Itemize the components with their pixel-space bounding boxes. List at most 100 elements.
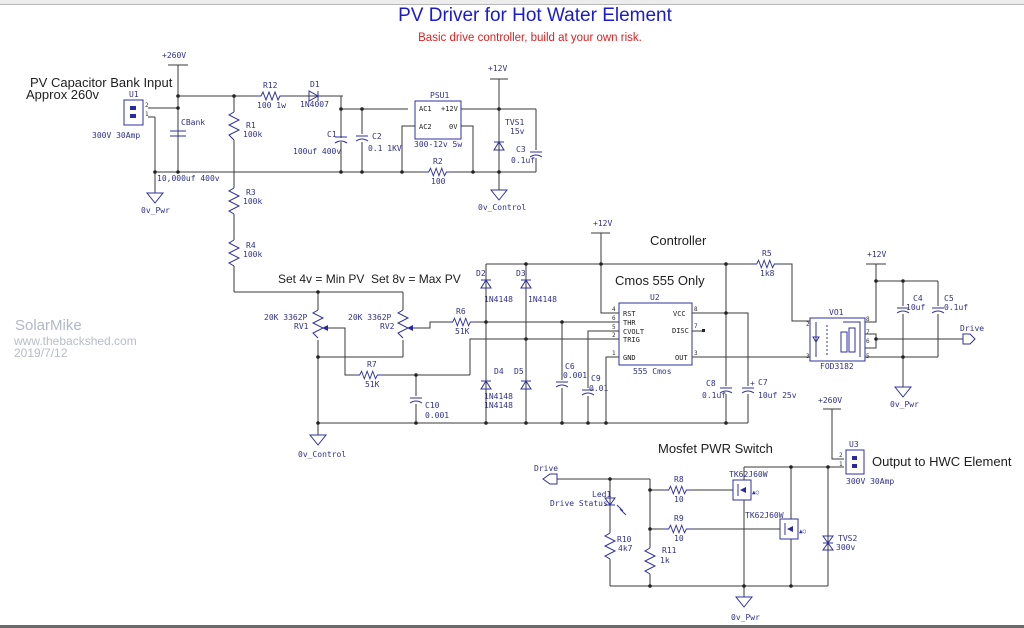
r6-value: 51K	[455, 327, 470, 336]
u3-connector	[845, 449, 865, 475]
u2-pin8-num: 8	[694, 306, 698, 313]
vo1-value: FOD3182	[820, 362, 854, 371]
u1-pin1: 1	[145, 111, 149, 118]
rail-label-12v-controller: +12V	[593, 219, 612, 228]
r7-value: 51K	[365, 380, 380, 389]
vo1-optocoupler	[809, 317, 866, 362]
vo1-pin6: 6	[866, 338, 870, 345]
input-section: +260V U1 2 1 300V 30Amp CBank 10,000uf 4…	[92, 51, 543, 293]
psu1-module	[414, 100, 462, 140]
c7-ref: C7	[758, 378, 768, 387]
r3-ref: R3	[246, 188, 256, 197]
tvs1-value: 15v	[510, 127, 525, 136]
q2-body-diode-icon: ▲○	[799, 528, 807, 535]
d4-ref: D4	[494, 367, 504, 376]
c3-value: 0.1uf	[511, 156, 535, 165]
q1-body-diode-icon: ▲○	[752, 489, 760, 496]
psu1-pin-ac2: AC2	[419, 123, 432, 131]
u3-ref: U3	[849, 440, 859, 449]
vo1-pin2: 2	[806, 321, 810, 328]
r3-value: 100k	[243, 197, 262, 206]
c9-ref: C9	[591, 374, 601, 383]
ground-icon	[734, 596, 754, 608]
r10-ref: R10	[617, 535, 632, 544]
note-input-line2: Approx 260v	[26, 87, 99, 102]
section-mosfet-switch: Mosfet PWR Switch	[658, 441, 773, 456]
r10-value: 4k7	[618, 544, 633, 553]
rv2-value: 20K 3362P	[348, 313, 392, 322]
drive-port-out-icon	[962, 333, 976, 345]
gnd-pwr-label-mosfet: 0v_Pwr	[731, 613, 760, 622]
window-bottom-border	[0, 625, 1024, 628]
page-subtitle: Basic drive controller, build at your ow…	[418, 32, 642, 44]
r8-value: 10	[674, 495, 684, 504]
u2-pin-vcc: VCC	[673, 310, 686, 318]
vo1-pin7: 7	[866, 329, 870, 336]
u2-pin4-num: 4	[612, 306, 616, 313]
psu1-pin-12v: +12V	[441, 105, 459, 113]
q1-value: TK62J60W	[729, 470, 768, 479]
c8-ref: C8	[706, 379, 716, 388]
ground-icon	[893, 386, 913, 398]
c5-ref: C5	[944, 294, 954, 303]
c6-value: 0.001	[563, 371, 587, 380]
section-cmos-555: Cmos 555 Only	[615, 273, 705, 288]
u2-pin6-num: 6	[612, 315, 616, 322]
gnd-pwr-label-driver: 0v_Pwr	[890, 400, 919, 409]
drive-port-in-icon	[542, 473, 558, 485]
tvs2-ref: TVS2	[838, 534, 857, 543]
d2-ref: D2	[476, 269, 486, 278]
r8-ref: R8	[674, 475, 684, 484]
r4-ref: R4	[246, 241, 256, 250]
psu1-ref: PSU1	[430, 91, 449, 100]
u1-value: 300V 30Amp	[92, 131, 140, 140]
gnd-ctrl-label-bottom: 0v_Control	[298, 450, 346, 459]
watermark-author: SolarMike	[15, 317, 82, 334]
u1-pin2: 2	[145, 102, 149, 109]
rv2-ref: RV2	[380, 322, 395, 331]
r9-ref: R9	[674, 514, 684, 523]
r5-value: 1k8	[760, 269, 775, 278]
r6-ref: R6	[456, 307, 466, 316]
u3-pin2: 2	[839, 452, 843, 459]
vo1-pin3: 3	[806, 353, 810, 360]
c9-value: 0.01	[589, 384, 608, 393]
ground-icon	[489, 189, 509, 201]
vo1-pin8: 8	[866, 316, 870, 323]
ground-icon	[145, 192, 165, 204]
d1-value: 1N4007	[300, 100, 329, 109]
tvs1-ref: TVS1	[505, 118, 524, 127]
drive-label-in: Drive	[534, 464, 558, 473]
gnd-ctrl-label-top: 0v_Control	[478, 203, 526, 212]
controller-section: 20K 3362P RV1 20K 3362P RV2 R6 51K R7 51…	[264, 219, 984, 459]
r5-ref: R5	[762, 249, 772, 258]
rail-label-260v-output: +260V	[818, 396, 842, 405]
u1-ref: U1	[129, 90, 139, 99]
c8-value: 0.1uf	[702, 391, 726, 400]
d5-ref: D5	[514, 367, 524, 376]
led1-ref: Led1	[592, 490, 611, 499]
c7-ref-plus: +	[750, 379, 755, 388]
u3-value: 300V 30Amp	[846, 477, 894, 486]
u3-pin1: 1	[839, 461, 843, 468]
gnd-pwr-label: 0v_Pwr	[141, 206, 170, 215]
d5-value: 1N4148	[484, 401, 513, 410]
r12-value: 100 1w	[257, 101, 286, 110]
q2-value: TK62J60W	[745, 511, 784, 520]
c1-ref: C1	[327, 130, 337, 139]
drive-label-out: Drive	[960, 324, 984, 333]
r2-ref: R2	[433, 157, 443, 166]
c1-value: 100uf 400v	[293, 147, 341, 156]
rail-label-12v-psu: +12V	[488, 64, 507, 73]
watermark-date: 2019/7/12	[14, 346, 68, 360]
r4-value: 100k	[243, 250, 262, 259]
u2-555-timer	[618, 302, 693, 366]
ground-icon	[308, 434, 328, 446]
mosfet-section: Drive Led1 Drive Status R10 4k7 R11 1k R…	[534, 396, 894, 622]
rv1-value: 20K 3362P	[264, 313, 308, 322]
r1-value: 100k	[243, 130, 262, 139]
u2-pin1-num: 1	[612, 350, 616, 357]
rail-label-12v-driver: +12V	[867, 250, 886, 259]
u2-pin-cvolt: CVOLT	[623, 328, 645, 336]
